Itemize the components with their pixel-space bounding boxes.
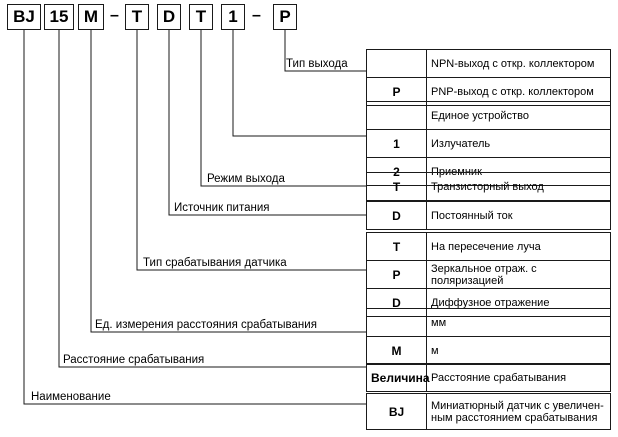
option-description: Расстояние срабатывания (426, 363, 611, 392)
table-sensing-type: T На пересечение луча P Зеркальное отраж… (366, 232, 611, 317)
leader-line-output-type (284, 30, 366, 72)
code-box-unit-config: 1 (221, 4, 245, 30)
table-distance-unit: мм M м (366, 308, 611, 365)
label-power-source: Источник питания (174, 202, 270, 214)
option-description: Излучатель (426, 129, 611, 158)
leader-line-unit (90, 30, 366, 333)
option-code (366, 308, 427, 337)
option-code: Величина (366, 363, 430, 392)
option-code (366, 49, 427, 78)
option-description: Миниатюрный датчик с увеличен-ным рассто… (426, 393, 611, 430)
table-row: T Транзисторный выход (366, 172, 611, 201)
code-box-sensing-type: T (125, 4, 149, 30)
option-code: M (366, 336, 427, 365)
leader-line-sensing-type (136, 30, 366, 271)
label-sensing-distance: Расстояние срабатывания (63, 354, 205, 366)
table-row: мм (366, 308, 611, 337)
leader-line-output-mode (200, 30, 366, 187)
label-distance-unit: Ед. измерения расстояния срабатывания (95, 319, 317, 331)
table-name: BJ Миниатюрный датчик с увеличен-ным рас… (366, 393, 611, 430)
option-code: T (366, 232, 427, 261)
option-code: D (366, 201, 427, 230)
option-description: Зеркальное отраж. с поляризацией (426, 260, 611, 289)
option-description: мм (426, 308, 611, 337)
leader-line-distance (58, 30, 366, 368)
table-row: T На пересечение луча (366, 232, 611, 261)
label-name: Наименование (31, 391, 111, 403)
table-output-type: NPN-выход с откр. коллектором P PNP-выхо… (366, 49, 611, 106)
leader-line-name (23, 30, 366, 405)
option-description: Транзисторный выход (426, 172, 611, 201)
dash-separator-2: – (252, 7, 261, 24)
option-description: NPN-выход с откр. коллектором (426, 49, 611, 78)
code-box-series: BJ (7, 4, 41, 30)
table-row: D Постоянный ток (366, 201, 611, 230)
label-sensing-type: Тип срабатывания датчика (143, 257, 287, 269)
option-code: 1 (366, 129, 427, 158)
table-row: NPN-выход с откр. коллектором (366, 49, 611, 78)
code-box-unit: M (78, 4, 104, 30)
code-box-distance: 15 (44, 4, 74, 30)
option-description: Единое устройство (426, 101, 611, 130)
table-row: BJ Миниатюрный датчик с увеличен-ным рас… (366, 393, 611, 430)
option-description: На пересечение луча (426, 232, 611, 261)
table-output-mode: T Транзисторный выход (366, 172, 611, 201)
table-unit-config: Единое устройство 1 Излучатель 2 Приемни… (366, 101, 611, 186)
table-power-source: D Постоянный ток (366, 201, 611, 230)
table-row: Единое устройство (366, 101, 611, 130)
dash-separator-1: – (110, 7, 119, 24)
option-description: м (426, 336, 611, 365)
option-code (366, 101, 427, 130)
table-row: Величина Расстояние срабатывания (366, 363, 611, 392)
label-output-type: Тип выхода (286, 58, 348, 70)
table-sensing-distance: Величина Расстояние срабатывания (366, 363, 611, 392)
code-box-output-type: P (273, 4, 297, 30)
table-row: 1 Излучатель (366, 129, 611, 158)
label-output-mode: Режим выхода (207, 173, 285, 185)
code-box-output-mode: T (189, 4, 213, 30)
leader-line-power (168, 30, 366, 216)
leader-line-unit-config (232, 30, 366, 137)
code-box-power: D (157, 4, 181, 30)
option-code: P (366, 260, 427, 289)
table-row: M м (366, 336, 611, 365)
option-description: Постоянный ток (426, 201, 611, 230)
option-code: T (366, 172, 427, 201)
option-description: PNP-выход с откр. коллектором (426, 77, 611, 106)
option-code: BJ (366, 393, 427, 430)
table-row: P Зеркальное отраж. с поляризацией (366, 260, 611, 289)
